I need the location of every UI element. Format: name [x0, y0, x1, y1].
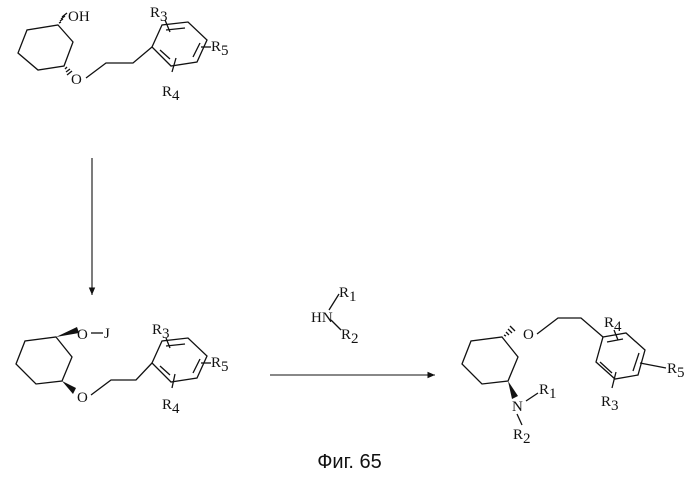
- r3-subscript: 3: [162, 326, 170, 342]
- svg-text:R5: R5: [211, 355, 229, 375]
- wedge-bond-n: [508, 381, 518, 399]
- hn-label: HN: [311, 310, 333, 326]
- r4-subscript: 4: [172, 88, 180, 104]
- cyclohexane-ring-1: [18, 25, 73, 70]
- r5-label: R: [211, 355, 221, 371]
- compound-1: OH O R3 R5 R4: [18, 5, 229, 104]
- r2-subscript: 2: [523, 431, 531, 447]
- r3-bond: [612, 372, 616, 388]
- r4-subscript: 4: [614, 319, 622, 335]
- compound-3: O N R1 R2 R4 R5 R3: [462, 315, 685, 447]
- svg-text:R2: R2: [513, 427, 531, 447]
- r4-subscript: 4: [172, 401, 180, 417]
- r3-label: R: [601, 394, 611, 410]
- wedge-bond-ether: [62, 381, 76, 394]
- r1-label: R: [339, 285, 349, 301]
- hashed-bond-oh: [59, 13, 67, 23]
- r2-label: R: [341, 327, 351, 343]
- r2-subscript: 2: [351, 331, 359, 347]
- r5-label: R: [211, 39, 221, 55]
- r4-label: R: [162, 84, 172, 100]
- oj-oxygen-label: O: [77, 327, 88, 343]
- svg-text:R1: R1: [339, 285, 357, 305]
- r1-subscript: 1: [349, 289, 357, 305]
- r4-label: R: [604, 315, 614, 331]
- r1-bond: [329, 294, 339, 310]
- ethylene-linker: [86, 47, 152, 78]
- r5-label: R: [667, 361, 677, 377]
- oj-j-label: J: [104, 326, 110, 342]
- r3-subscript: 3: [611, 398, 619, 414]
- svg-text:R4: R4: [162, 84, 180, 104]
- ether-oxygen-label: O: [523, 327, 534, 343]
- svg-text:R5: R5: [211, 39, 229, 59]
- amine-reagent: HN R1 R2: [311, 285, 359, 347]
- r5-subscript: 5: [221, 43, 229, 59]
- svg-text:R1: R1: [539, 382, 557, 402]
- cyclohexane-ring-2: [16, 337, 72, 384]
- figure-caption: Фиг. 65: [0, 451, 699, 474]
- ethylene-linker: [537, 318, 603, 337]
- cyclohexane-ring-3: [462, 337, 518, 384]
- svg-text:R3: R3: [601, 394, 619, 414]
- svg-text:R4: R4: [162, 397, 180, 417]
- ether-oxygen-label: O: [77, 390, 88, 406]
- r3-subscript: 3: [160, 9, 168, 25]
- r5-bond: [640, 363, 666, 368]
- svg-text:R3: R3: [150, 5, 168, 25]
- svg-text:R2: R2: [341, 327, 359, 347]
- nitrogen-label: N: [512, 399, 523, 415]
- r2-bond: [517, 414, 522, 425]
- r3-label: R: [150, 5, 160, 21]
- r4-label: R: [162, 397, 172, 413]
- ethylene-linker: [91, 363, 152, 395]
- r1-label: R: [539, 382, 549, 398]
- svg-text:R5: R5: [667, 361, 685, 381]
- svg-text:R4: R4: [604, 315, 622, 335]
- r5-subscript: 5: [221, 359, 229, 375]
- compound-2: O J O R3 R5 R4: [16, 322, 229, 417]
- wedge-bond-oj: [56, 327, 79, 337]
- r2-label: R: [513, 427, 523, 443]
- ether-oxygen-label: O: [71, 72, 82, 88]
- r1-subscript: 1: [549, 386, 557, 402]
- hydroxyl-label: OH: [68, 9, 90, 25]
- r3-label: R: [152, 322, 162, 338]
- hashed-bond-ether: [504, 326, 515, 336]
- r1-bond: [526, 393, 538, 401]
- svg-text:R3: R3: [152, 322, 170, 342]
- r5-subscript: 5: [677, 365, 685, 381]
